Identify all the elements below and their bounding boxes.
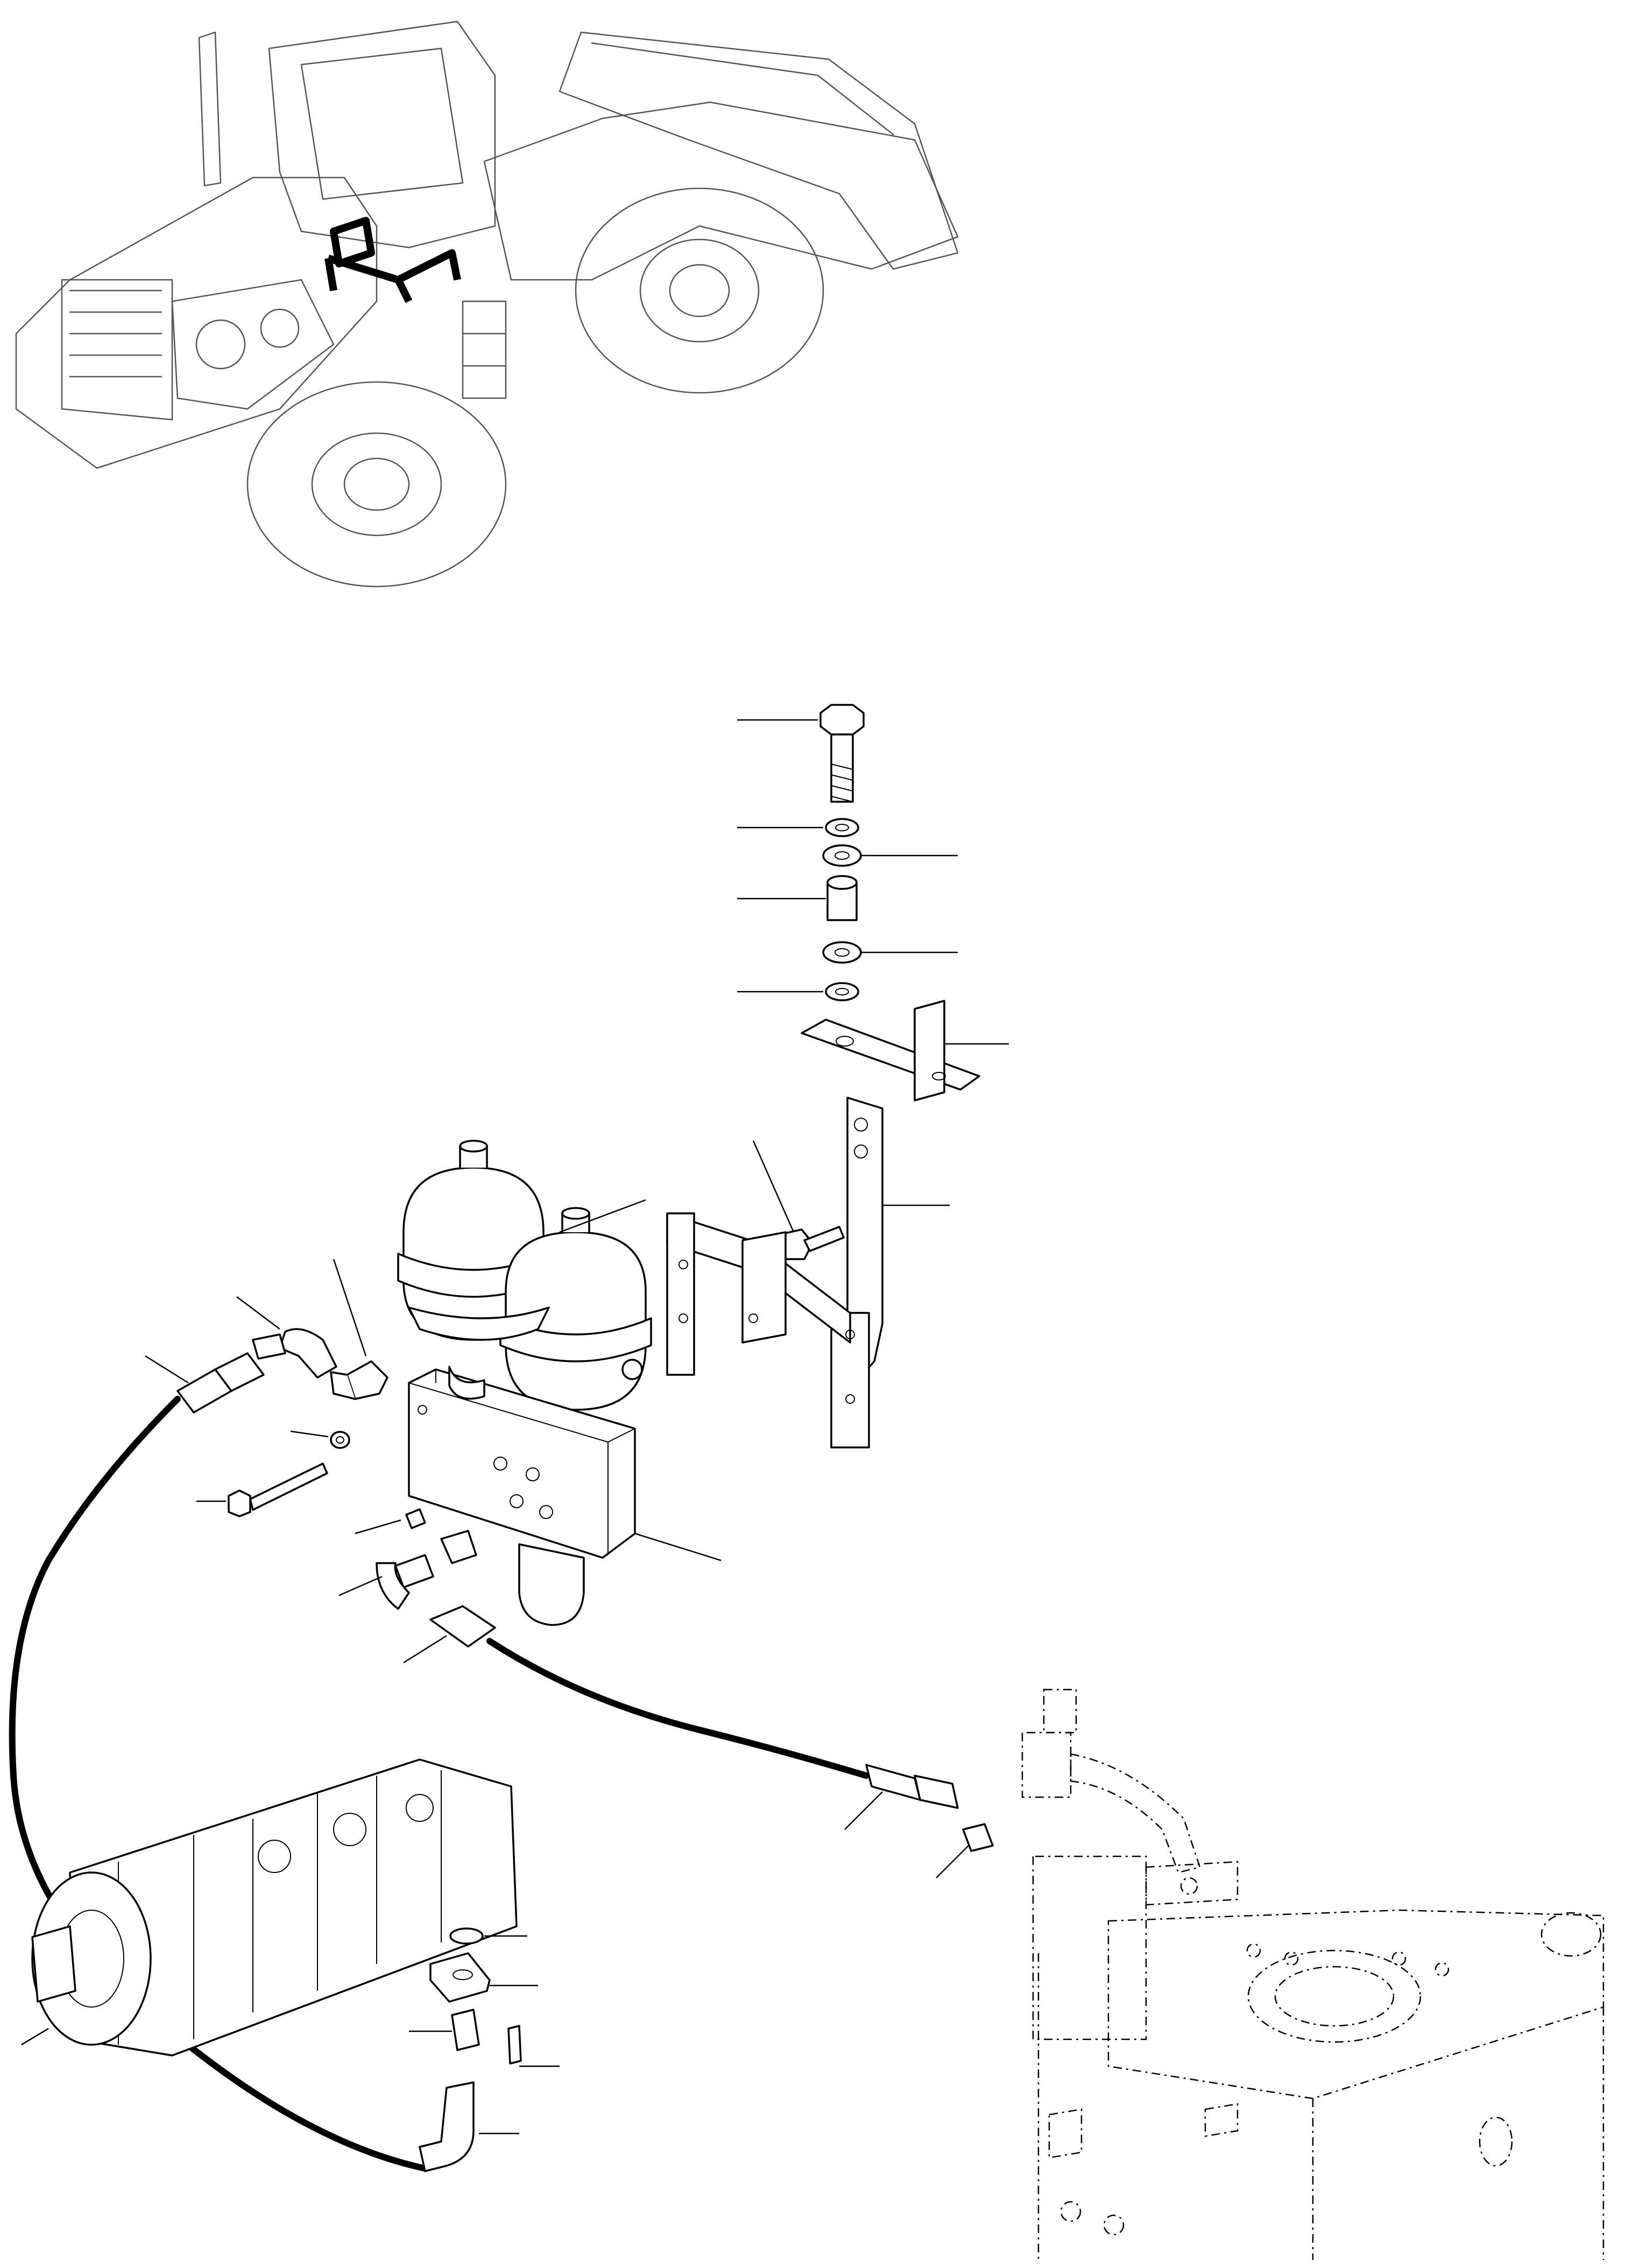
pressure-hose-right	[486, 1638, 869, 1779]
washer-3	[822, 941, 862, 964]
leader-18	[338, 1575, 383, 1596]
leader-20	[844, 1791, 883, 1830]
fittings-group	[252, 1328, 477, 1610]
washer-small	[330, 1431, 350, 1449]
pressure-hose-left	[9, 1396, 428, 2172]
leader-21	[936, 1845, 969, 1878]
wheel-loader-overview	[15, 20, 959, 588]
elbow-fitting	[419, 2081, 475, 2172]
hose-left-end-top	[176, 1352, 265, 1414]
leader-9	[752, 1140, 795, 1233]
washer-2	[822, 844, 862, 867]
leader-11	[333, 1259, 367, 1356]
split-flange	[429, 1952, 491, 2003]
angle-bracket	[801, 1000, 980, 1101]
bracket-screw	[776, 1226, 845, 1260]
o-ring	[449, 1927, 484, 1945]
long-bolt	[228, 1462, 328, 1517]
leader-13	[145, 1355, 189, 1384]
leader-17	[634, 1532, 722, 1562]
leader-10	[559, 1199, 646, 1233]
leader-19	[403, 1635, 447, 1664]
hydraulic-tank	[1021, 1688, 1604, 2260]
leader-14	[290, 1430, 329, 1438]
hex-bolt	[819, 704, 865, 736]
cap-screw	[507, 2025, 522, 2065]
leader-27	[21, 2027, 49, 2046]
leader-16	[355, 1519, 401, 1535]
highlight-accumulator-location	[324, 217, 461, 303]
washer-1	[825, 818, 859, 837]
leader-12	[236, 1296, 280, 1330]
hose-right-fittings	[429, 1605, 994, 1852]
hydraulic-pump	[31, 1758, 518, 2057]
support-bracket	[666, 1097, 883, 1449]
callout-leaders	[21, 719, 1009, 2135]
mounting-bolt-stack	[819, 704, 865, 1001]
straight-adapter	[451, 2009, 480, 2051]
washer-4	[825, 982, 859, 1001]
accumulator-assembly	[397, 1140, 652, 1626]
